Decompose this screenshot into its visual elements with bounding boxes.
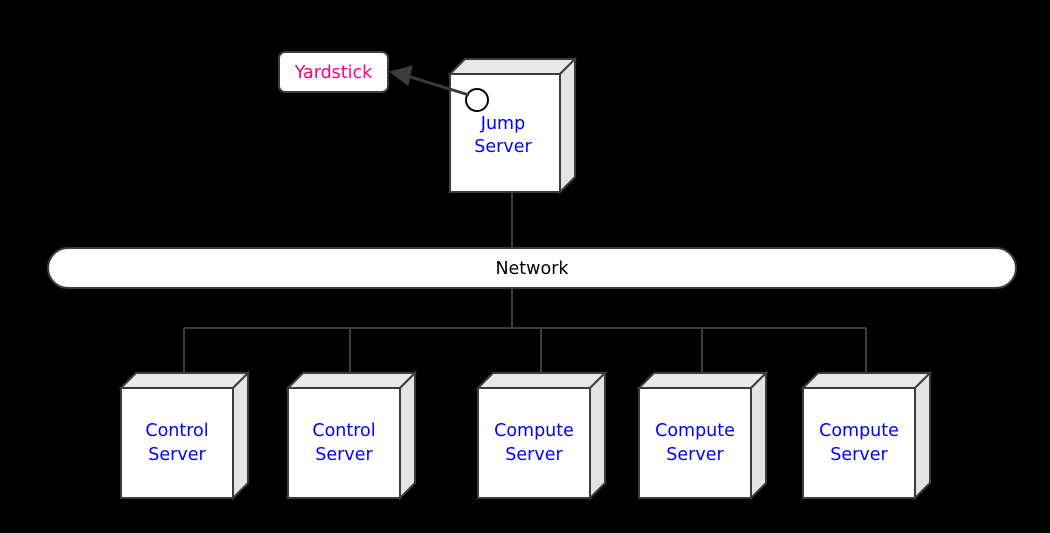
server-2-label-line1: Control [312,421,375,441]
server-2-cube-top [285,372,418,389]
arrow-head-icon [388,65,413,86]
jump-server-label-line1: Jump [480,114,525,134]
server-1-label-line2: Server [148,445,206,465]
server-1-cube-front[interactable] [120,387,234,499]
server-5-label-line1: Compute [819,421,899,441]
jump-server-label-line2: Server [474,137,532,157]
network-node[interactable]: Network [47,247,1017,289]
network-bar[interactable] [47,247,1017,289]
server-3-label-line2: Server [505,445,563,465]
arrow-shaft-icon [403,73,470,97]
jump-server-cube-top [447,58,578,75]
server-node-3[interactable]: Compute Server [475,370,608,501]
server-4-cube-front[interactable] [638,387,752,499]
yardstick-label: Yardstick [294,63,373,83]
server-3-cube-side [589,370,606,501]
jump-server-node[interactable]: Jump Server [447,56,578,195]
jump-server-cube-side [559,56,576,195]
server-node-5[interactable]: Compute Server [800,370,933,501]
server-5-cube-top [800,372,933,389]
server-bus [183,327,867,388]
server-node-2[interactable]: Control Server [285,370,418,501]
network-label: Network [495,259,569,279]
server-2-label-line2: Server [315,445,373,465]
server-2-cube-side [399,370,416,501]
server-5-cube-side [914,370,931,501]
server-4-label-line1: Compute [655,421,735,441]
yardstick-box[interactable] [278,51,389,93]
yardstick-node[interactable]: Yardstick [278,51,389,93]
server-3-cube-top [475,372,608,389]
server-5-label-line2: Server [830,445,888,465]
server-4-cube-top [636,372,769,389]
server-3-cube-front[interactable] [477,387,591,499]
server-3-label-line1: Compute [494,421,574,441]
circle-port-icon [465,88,489,112]
server-node-1[interactable]: Control Server [118,370,251,501]
server-4-cube-side [750,370,767,501]
server-1-cube-side [232,370,249,501]
server-5-cube-front[interactable] [802,387,916,499]
server-1-label-line1: Control [145,421,208,441]
server-node-4[interactable]: Compute Server [636,370,769,501]
server-4-label-line2: Server [666,445,724,465]
yardstick-runs-on-arrow [388,65,470,97]
server-1-cube-top [118,372,251,389]
server-2-cube-front[interactable] [287,387,401,499]
